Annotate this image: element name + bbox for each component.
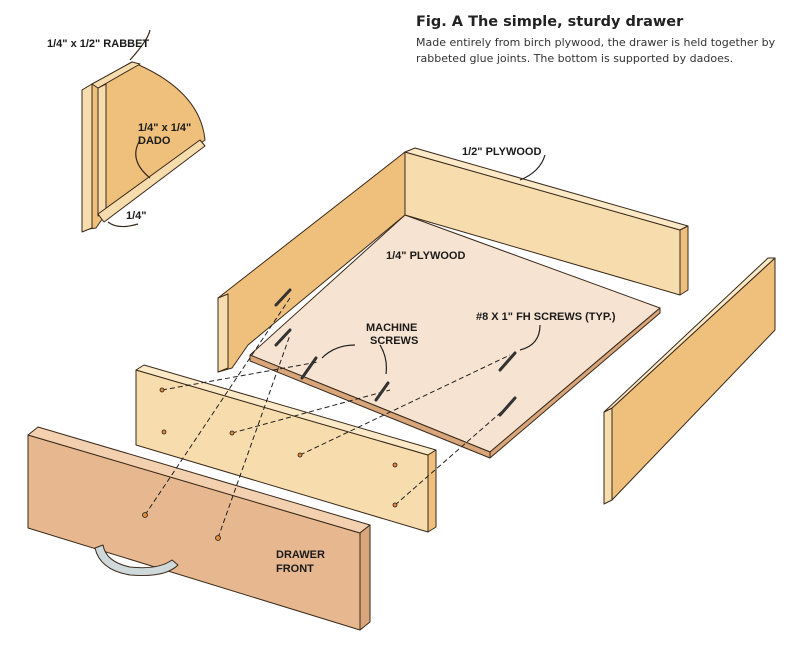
figure-title: Fig. A The simple, sturdy drawer — [416, 14, 684, 30]
half-plywood-label: 1/2" PLYWOOD — [462, 146, 542, 158]
fh-screws-label: #8 X 1" FH SCREWS (TYP.) — [476, 311, 616, 323]
figure-description: Made entirely from birch plywood, the dr… — [416, 36, 776, 65]
right-side-panel — [611, 257, 776, 501]
rabbet-label: 1/4" x 1/2" RABBET — [47, 38, 150, 50]
rabbet-dado-detail — [81, 29, 206, 233]
dado-label-line1: 1/4" x 1/4" — [138, 122, 192, 134]
machine-screws-label-line1: MACHINE — [366, 322, 418, 334]
quarter-inch-label: 1/4" — [126, 210, 147, 222]
quarter-plywood-label: 1/4" PLYWOOD — [386, 250, 466, 262]
dado-label-line2: DADO — [138, 135, 171, 147]
screw-holes — [142, 387, 398, 541]
screws — [274, 288, 517, 417]
machine-screws-label-line2: SCREWS — [370, 335, 419, 347]
screw-alignment-lines — [144, 297, 516, 539]
drawer-front-label-line2: FRONT — [276, 563, 314, 575]
drawer-handle — [94, 544, 179, 576]
leader-arrows — [321, 154, 546, 375]
drawer-front-label-line1: DRAWER — [276, 549, 325, 561]
